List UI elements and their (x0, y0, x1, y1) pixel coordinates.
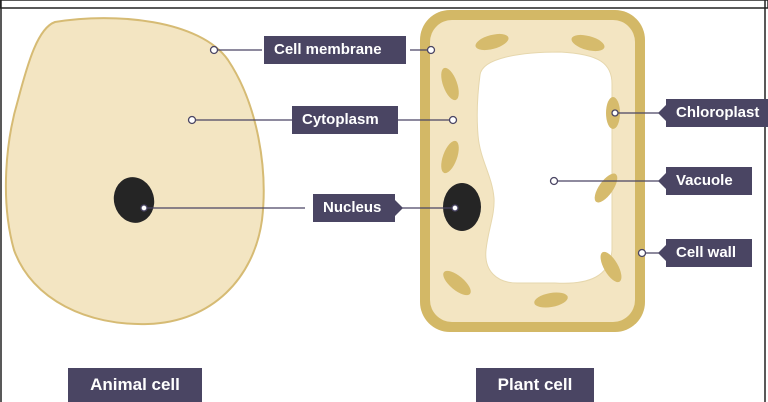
caption-animal-cell: Animal cell (68, 368, 202, 402)
label-nucleus: Nucleus (313, 194, 395, 222)
animal-cell-membrane (6, 18, 264, 324)
plant-vacuole (477, 52, 612, 283)
pointer-dot (211, 47, 218, 54)
pointer-dot (450, 117, 457, 124)
label-cell-wall: Cell wall (666, 239, 752, 267)
caption-plant-cell: Plant cell (476, 368, 594, 402)
label-cytoplasm: Cytoplasm (292, 106, 398, 134)
pointer-dot (428, 47, 435, 54)
pointer-dot (639, 250, 646, 257)
pointer-dot (189, 117, 196, 124)
pointer-dot (551, 178, 558, 185)
plant-nucleus (443, 183, 481, 231)
pointer-dot (612, 110, 618, 116)
top-frame-bar (0, 0, 768, 8)
label-chloroplast: Chloroplast (666, 99, 768, 127)
pointer-dot (141, 205, 147, 211)
label-vacuole: Vacuole (666, 167, 752, 195)
label-cell-membrane: Cell membrane (264, 36, 406, 64)
pointer-dot (452, 205, 458, 211)
